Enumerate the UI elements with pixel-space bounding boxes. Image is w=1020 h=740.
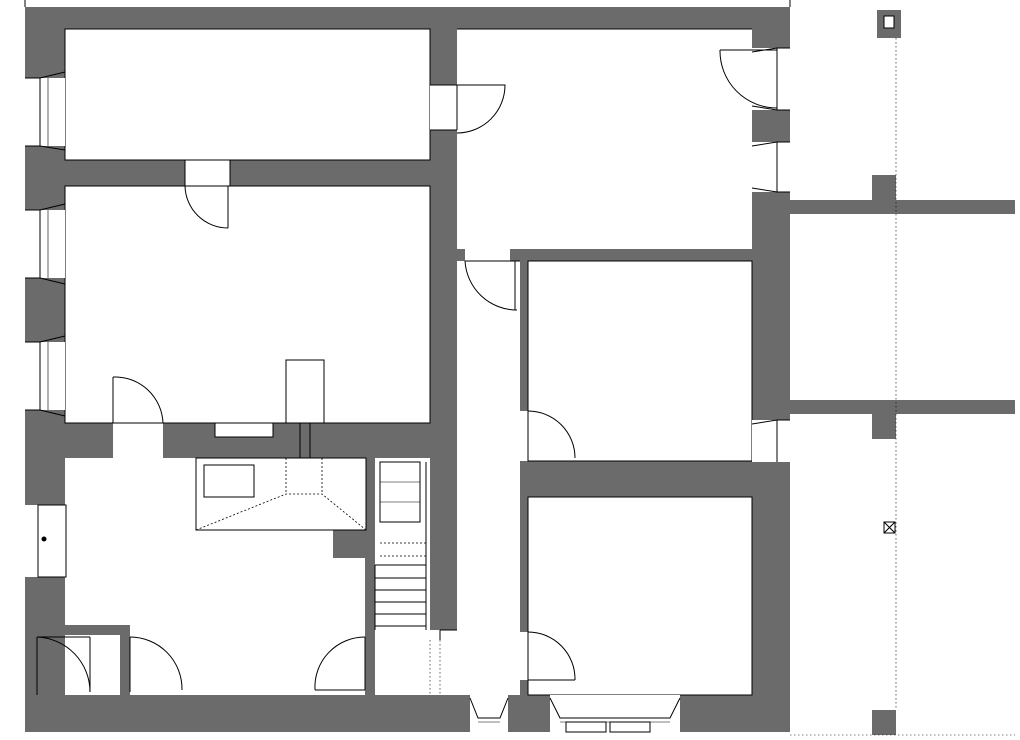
window-left-2 [25,203,66,285]
wall-room-2-bottom-right [163,423,430,458]
porch-post-bottom [872,710,896,735]
room-1-outline [64,28,431,161]
outer-wall-top-left [25,7,430,29]
fixtures [195,359,427,630]
door-stair [314,636,366,691]
wall-right-rooms-left-lower [520,497,528,632]
window-right-3 [751,419,790,462]
window-bottom-1 [469,695,509,732]
lower-left-wall-post [120,625,130,695]
room-2-niche [285,359,325,424]
windows [25,47,790,733]
door-room-3 [527,410,576,462]
porch-beam-lower [790,400,1015,414]
outer-wall-bottom-mid [508,695,550,732]
outer-wall-top-right [455,7,790,29]
window-left-1 [25,71,66,151]
door-room-1-2 [184,160,231,229]
porch-column-marker [883,521,896,534]
wall-right-rooms-left-upper [520,261,528,411]
porch-post-top-inner [883,15,895,29]
doors [36,49,778,695]
hearth-opening [214,422,274,438]
wall-right-rooms-top [510,249,752,261]
fireplace-hood [195,457,367,531]
porch-post-lower [872,414,896,439]
porch-post-upper [872,175,896,200]
lower-left-wall-stub [65,625,130,635]
door-room-2-lower [112,376,164,424]
wall-right-rooms-left-bottom [520,680,528,695]
window-right-1 [751,47,790,111]
wall-room-2-bottom-left [65,423,113,458]
outer-wall-right [752,7,790,732]
outer-wall-bottom-left [25,695,470,732]
stair-wall-left [365,458,375,698]
wall-right-rooms-divider [520,461,752,497]
wall-rooms-1-2-left [65,160,185,186]
walls [25,7,1015,735]
central-wall-upper [430,7,457,85]
hall-entry-lower [429,629,457,695]
room-3-outline [527,260,753,462]
staircase [374,461,427,630]
porch [24,0,1015,736]
wall-rooms-1-2-right [230,160,430,186]
porch-beam-upper [790,200,1015,214]
door-room-4 [527,631,576,681]
window-left-4-sink [25,504,67,578]
room-4-outline [527,496,753,696]
window-left-3 [25,335,66,417]
hall-stub [457,249,465,261]
room-2-outline [64,185,431,424]
stair-wall-block [333,530,375,558]
door-lower-left [36,636,183,695]
window-right-2 [751,141,790,193]
door-top-right [719,49,778,109]
door-room-1-hall [430,84,506,134]
central-wall-mid [430,130,457,630]
room-outlines [64,28,753,696]
window-bottom-2 [549,695,681,733]
door-hall-room-3-top [464,260,520,311]
